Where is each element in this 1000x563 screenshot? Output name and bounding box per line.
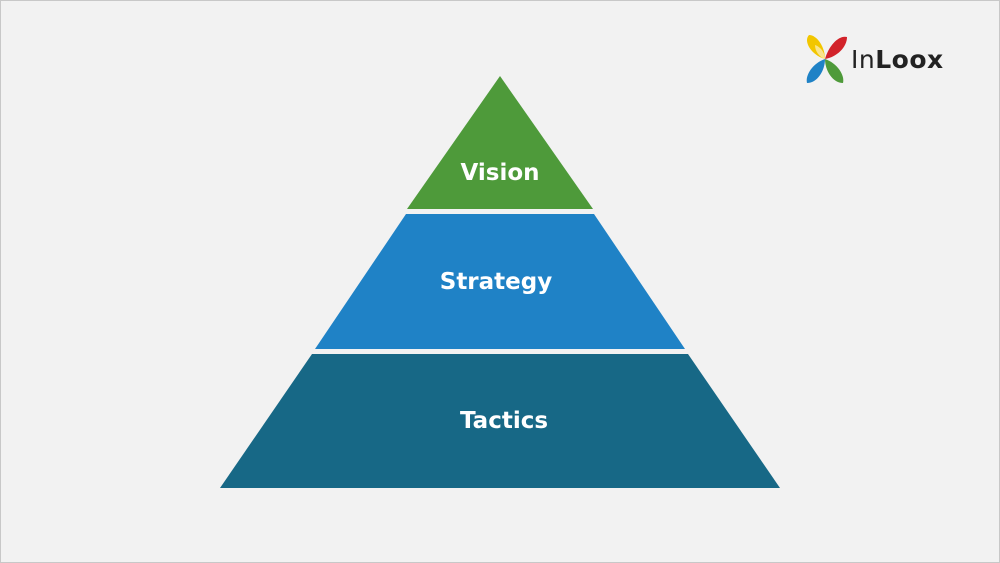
inloox-logo: InLoox — [801, 31, 971, 91]
tier-tactics-label: Tactics — [460, 408, 548, 434]
tier-strategy-label: Strategy — [440, 269, 552, 295]
logo-text-loox: Loox — [875, 45, 944, 74]
tier-vision-label: Vision — [460, 160, 539, 186]
tier-tactics — [220, 354, 780, 488]
inloox-flower-icon — [806, 35, 847, 83]
logo-text-in: In — [851, 45, 876, 74]
tier-vision — [407, 76, 593, 209]
inloox-wordmark: InLoox — [851, 45, 944, 74]
tier-strategy — [315, 214, 685, 349]
